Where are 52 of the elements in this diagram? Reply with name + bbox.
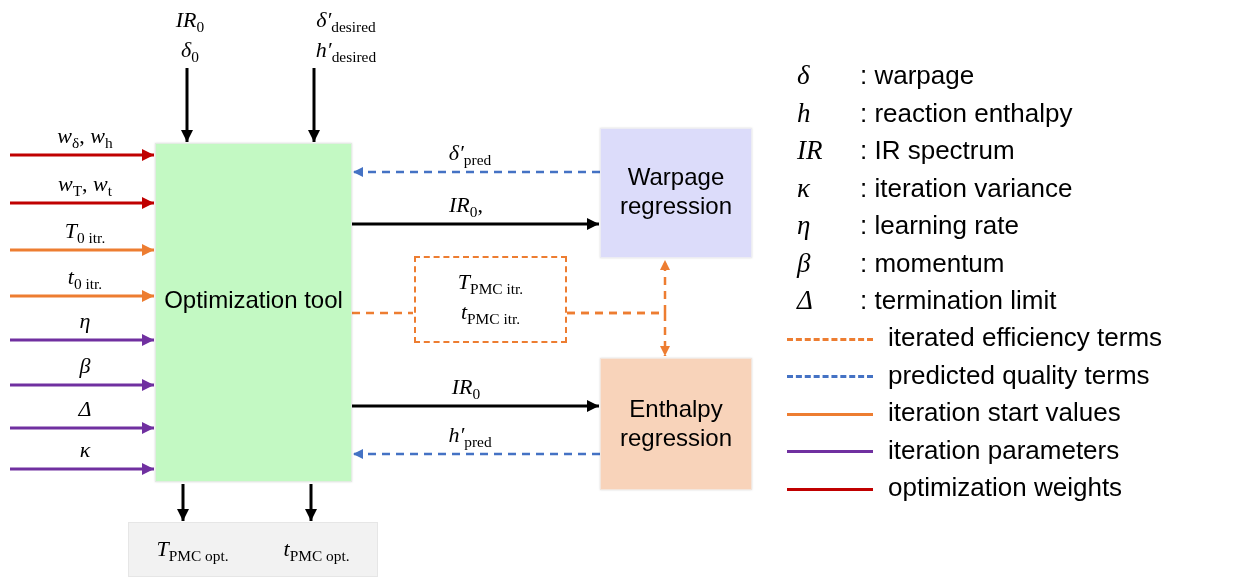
arrow <box>10 244 154 256</box>
process-box <box>155 143 352 482</box>
arrow <box>305 484 317 521</box>
definition-text: : termination limit <box>860 287 1057 313</box>
symbol-label: δ <box>797 62 810 89</box>
math-label: T$_{PMC itr.}$ <box>457 270 524 295</box>
definition-text: : warpage <box>860 62 975 88</box>
dashed-group-box <box>414 256 567 343</box>
output-box <box>128 522 378 577</box>
math-label: h′$_{desired}$ <box>315 38 377 63</box>
arrow <box>10 334 154 346</box>
arrow <box>10 463 154 475</box>
legend-text: iteration parameters <box>888 436 1120 463</box>
arrow <box>10 149 154 161</box>
math-label: t$_{PMC itr.}$ <box>460 300 521 325</box>
definition-text: : reaction enthalpy <box>860 99 1073 126</box>
symbol-label: κ <box>797 174 810 202</box>
node-label: Optimization tool <box>163 286 344 315</box>
arrow <box>177 484 189 521</box>
process-box <box>600 128 752 258</box>
math-label: IR$_{0}$ <box>175 8 205 33</box>
arrow <box>352 400 599 412</box>
math-label: T$_{PMC opt.}$ <box>156 537 229 566</box>
process-box <box>600 358 752 490</box>
legend-text: iterated efficiency terms <box>888 324 1163 350</box>
definition-text: : IR spectrum <box>860 137 1015 163</box>
legend-text: iteration start values <box>888 399 1121 426</box>
math-label: t$_{PMC opt.}$ <box>283 537 350 566</box>
arrow <box>10 379 154 391</box>
legend-text: predicted quality terms <box>888 361 1150 388</box>
definition-text: : iteration variance <box>860 174 1073 201</box>
arrow <box>10 197 154 209</box>
arrow <box>10 290 154 302</box>
definition-text: : learning rate <box>860 212 1019 238</box>
dashed-arrow <box>353 167 600 177</box>
symbol-label: Δ <box>797 287 813 314</box>
symbol-label: h <box>797 99 811 127</box>
arrow <box>352 218 599 230</box>
legend-text: optimization weights <box>888 474 1123 501</box>
definition-text: : momentum <box>860 249 1005 276</box>
dashed-arrow <box>353 449 600 459</box>
math-label: δ$_{0}$ <box>181 38 199 63</box>
dashed-arrow <box>567 311 670 356</box>
node-label: Enthalpy regression <box>618 395 734 453</box>
arrow <box>181 68 193 142</box>
symbol-label: η <box>797 212 811 239</box>
symbol-label: IR <box>797 137 823 164</box>
arrow <box>308 68 320 142</box>
arrow <box>10 422 154 434</box>
node-label: Warpage regression <box>618 163 734 221</box>
symbol-label: β <box>797 249 811 277</box>
math-label: δ′$_{desired}$ <box>316 8 376 33</box>
